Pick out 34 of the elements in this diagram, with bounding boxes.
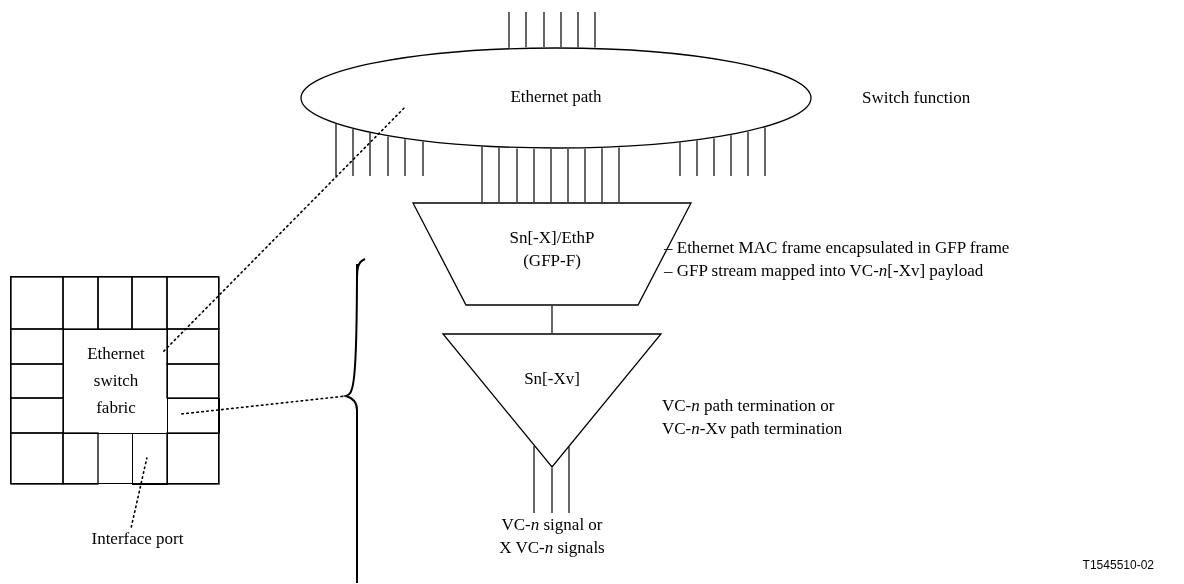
signal-label: VC-n signal or X VC-n signals — [497, 513, 607, 563]
node-label: Sn[-Xv] — [523, 368, 581, 390]
leader-line — [181, 395, 346, 415]
connector-line — [567, 148, 569, 203]
node-label: Ethernet switch fabric — [86, 343, 146, 419]
connector-line — [601, 147, 603, 203]
annotation-text: VC-n path termination or VC-n-Xv path termination — [662, 395, 844, 440]
port-cell — [167, 398, 220, 434]
connector-line — [516, 147, 518, 203]
connector-line — [498, 147, 500, 203]
connector-line — [533, 148, 535, 203]
connector-line — [618, 146, 620, 203]
termination-triangle — [442, 333, 662, 468]
fabric-cell — [63, 329, 168, 434]
annotation-text: Switch function — [862, 87, 972, 109]
port-cell — [132, 433, 168, 485]
connector-line — [533, 445, 535, 514]
ellipse-node — [300, 47, 812, 149]
connector-line — [568, 446, 570, 514]
node-label: Ethernet path — [509, 86, 603, 108]
annotation-text: – GFP stream mapped into VC-n[-Xv] payload — [664, 260, 985, 282]
annotation-text: – Ethernet MAC frame encapsulated in GFP frame — [664, 237, 1011, 259]
connector-line — [550, 148, 552, 203]
switch-grid — [10, 276, 219, 484]
leader-line — [163, 106, 406, 352]
node-label: Sn[-X]/EthP (GFP-F) — [508, 227, 596, 272]
port-label: Interface port — [60, 527, 215, 551]
connector-line — [551, 467, 553, 514]
connector-line — [481, 146, 483, 203]
curly-brace — [345, 258, 367, 583]
figure-id: T1545510-02 — [1082, 558, 1154, 572]
connector-line — [584, 148, 586, 203]
leader-line — [130, 457, 148, 528]
connector-line — [551, 305, 553, 334]
